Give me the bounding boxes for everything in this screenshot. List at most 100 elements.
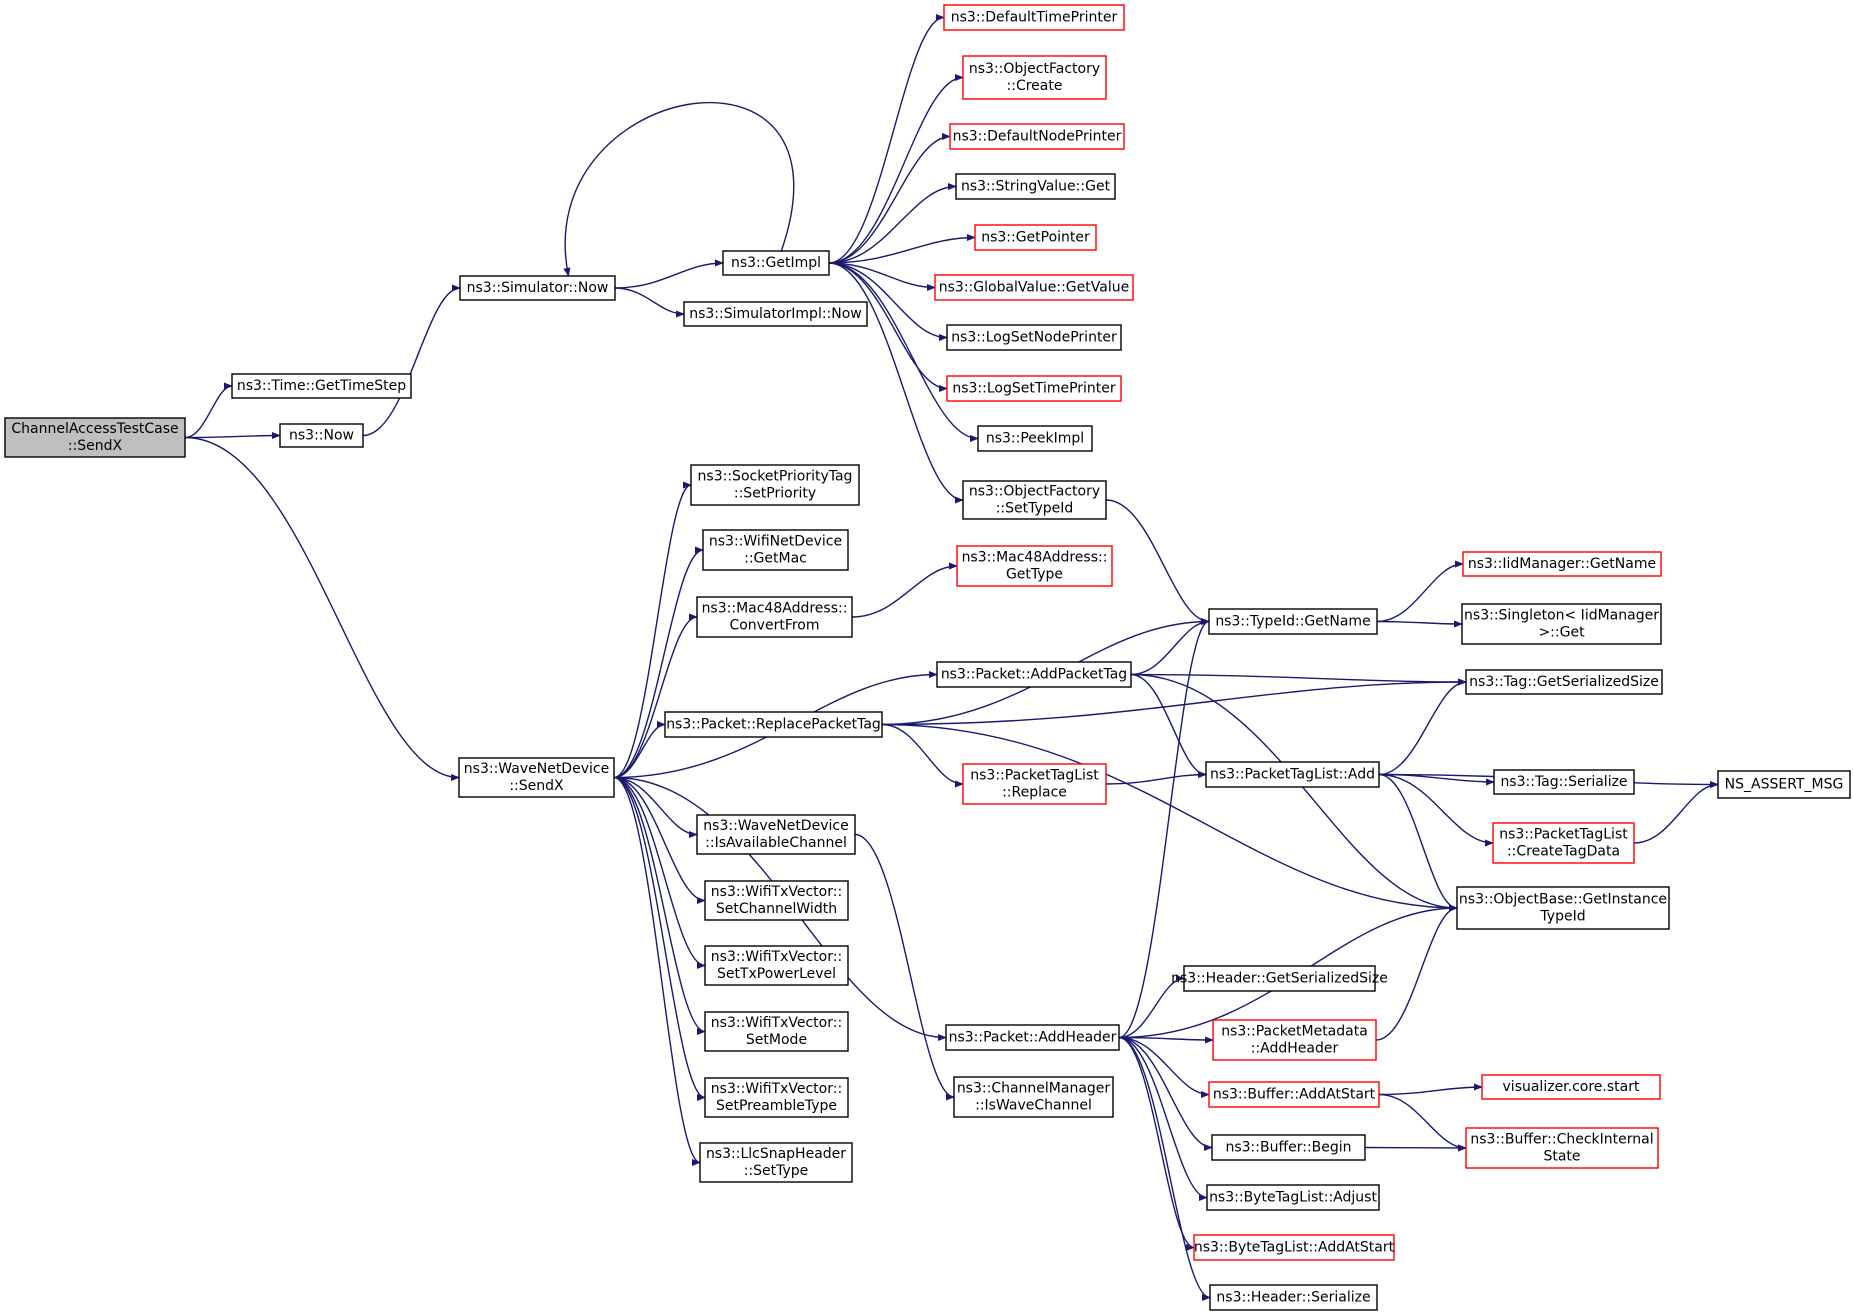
node-box [699, 1142, 853, 1183]
node-wave-isavail[interactable]: ns3::WaveNetDevice::IsAvailableChannel [696, 814, 856, 855]
edge-packet_addheader-to-header_serialize [1118, 1036, 1211, 1302]
node-wifinet-getmac[interactable]: ns3::WifiNetDevice::GetMac [702, 529, 849, 571]
node-label-line: ns3::WifiTxVector:: [711, 1081, 842, 1097]
node-btl-adjust[interactable]: ns3::ByteTagList::Adjust [1206, 1184, 1380, 1211]
node-label-line: ns3::GetImpl [731, 255, 821, 271]
node-label-line: ns3::WaveNetDevice [703, 818, 848, 834]
node-txv-setchw[interactable]: ns3::WifiTxVector::SetChannelWidth [704, 880, 849, 921]
node-label-line: ns3::WaveNetDevice [464, 761, 609, 777]
node-box [962, 480, 1107, 520]
node-buffer-begin[interactable]: ns3::Buffer::Begin [1211, 1134, 1366, 1161]
node-txv-settxpl[interactable]: ns3::WifiTxVector::SetTxPowerLevel [704, 945, 849, 986]
node-pktmeta-addheader[interactable]: ns3::PacketMetadata::AddHeader [1212, 1019, 1377, 1061]
node-box [949, 123, 1125, 150]
node-root[interactable]: ChannelAccessTestCase::SendX [4, 417, 186, 458]
node-mac48-gettype[interactable]: ns3::Mac48Address::GetType [956, 545, 1113, 587]
node-tag-serialize[interactable]: ns3::Tag::Serialize [1493, 769, 1635, 795]
node-box [1462, 551, 1662, 577]
node-packet-addheader[interactable]: ns3::Packet::AddHeader [945, 1024, 1120, 1051]
edge-pktmeta_addheader-to-objbase_getinst [1375, 904, 1458, 1041]
node-label-line: ns3::WifiNetDevice [709, 534, 842, 550]
node-label-line: ns3::Buffer::CheckInternal [1470, 1132, 1653, 1148]
edge-getimpl-to-peekimpl [828, 262, 979, 443]
edge-getimpl-to-deftimeprinter [828, 13, 945, 264]
node-packet-addpackettag[interactable]: ns3::Packet::AddPacketTag [936, 661, 1132, 688]
node-label-line: SetTxPowerLevel [717, 966, 836, 982]
node-peekimpl[interactable]: ns3::PeekImpl [977, 425, 1093, 452]
node-deftimeprinter[interactable]: ns3::DefaultTimePrinter [943, 4, 1125, 31]
edge-wave_sendx-to-sockprio_set [613, 481, 692, 779]
node-box [1208, 1081, 1380, 1108]
node-txv-setpreamble[interactable]: ns3::WifiTxVector::SetPreambleType [704, 1077, 849, 1118]
node-box [459, 275, 616, 301]
node-label-line: ns3::PacketTagList::Add [1210, 767, 1375, 783]
node-typeid-getname[interactable]: ns3::TypeId::GetName [1208, 608, 1378, 635]
edge-packet_replacepackettag-to-tag_getsersize [881, 678, 1467, 726]
node-header-getsersize[interactable]: ns3::Header::GetSerializedSize [1171, 965, 1388, 992]
node-ptl-add[interactable]: ns3::PacketTagList::Add [1205, 761, 1380, 788]
node-box [956, 545, 1113, 587]
node-getimpl[interactable]: ns3::GetImpl [722, 250, 830, 276]
node-box [1481, 1074, 1661, 1100]
node-simimpl-now[interactable]: ns3::SimulatorImpl::Now [683, 301, 868, 327]
node-ns-assert-msg[interactable]: NS_ASSERT_MSG [1717, 770, 1851, 799]
node-box [1183, 965, 1376, 992]
node-ptl-createtagdata[interactable]: ns3::PacketTagList::CreateTagData [1492, 822, 1635, 864]
node-label-line: ns3::Packet::AddHeader [949, 1030, 1117, 1046]
edge-wave_sendx-to-wifinet_getmac [613, 546, 704, 779]
node-objfac-create[interactable]: ns3::ObjectFactory::Create [962, 55, 1107, 100]
node-defnodeprinter[interactable]: ns3::DefaultNodePrinter [949, 123, 1125, 150]
node-buffer-addatstart[interactable]: ns3::Buffer::AddAtStart [1208, 1081, 1380, 1108]
node-sockprio-set[interactable]: ns3::SocketPriorityTag::SetPriority [690, 464, 860, 506]
node-box [1211, 1134, 1366, 1161]
node-label-line: ns3::GlobalValue::GetValue [939, 280, 1129, 296]
edge-objfac_settypeid-to-typeid_getname [1105, 499, 1210, 626]
node-chmgr-iswave[interactable]: ns3::ChannelManager::IsWaveChannel [953, 1076, 1114, 1118]
node-time-getts[interactable]: ns3::Time::GetTimeStep [231, 373, 412, 399]
edge-buffer_addatstart-to-viz_start [1378, 1083, 1483, 1096]
node-singleton-get[interactable]: ns3::Singleton< IidManager>::Get [1461, 603, 1662, 645]
node-box [1717, 770, 1851, 799]
node-getpointer[interactable]: ns3::GetPointer [974, 224, 1097, 251]
node-label-line: GetType [1006, 567, 1063, 583]
node-now[interactable]: ns3::Now [279, 423, 364, 448]
node-packet-replacepackettag[interactable]: ns3::Packet::ReplacePacketTag [664, 711, 883, 738]
node-llcsnap-settype[interactable]: ns3::LlcSnapHeader::SetType [699, 1142, 853, 1183]
node-header-serialize[interactable]: ns3::Header::Serialize [1209, 1284, 1378, 1311]
node-box [704, 1077, 849, 1118]
edge-packet_replacepackettag-to-objbase_getinst [881, 723, 1458, 912]
node-viz-start[interactable]: visualizer.core.start [1481, 1074, 1661, 1100]
node-ptl-replace[interactable]: ns3::PacketTagList::Replace [962, 763, 1107, 805]
node-label-line: ::IsWaveChannel [975, 1098, 1092, 1114]
node-tag-getsersize[interactable]: ns3::Tag::GetSerializedSize [1465, 669, 1663, 695]
node-iidmgr-getname[interactable]: ns3::IidManager::GetName [1462, 551, 1662, 577]
edge-wave_sendx-to-txv_settxpl [613, 776, 706, 970]
node-box [1208, 608, 1378, 635]
node-logsetnodeprinter[interactable]: ns3::LogSetNodePrinter [946, 324, 1122, 351]
edges-layer [184, 13, 1719, 1302]
node-label-line: ns3::SimulatorImpl::Now [689, 306, 862, 322]
node-strval-get[interactable]: ns3::StringValue::Get [955, 173, 1116, 200]
node-globval-getval[interactable]: ns3::GlobalValue::GetValue [934, 274, 1134, 301]
node-wave-sendx[interactable]: ns3::WaveNetDevice::SendX [458, 757, 615, 798]
edge-packet_addpackettag-to-ptl_add [1130, 673, 1207, 779]
node-label-line: ns3::TypeId::GetName [1215, 614, 1370, 630]
node-box [1461, 603, 1662, 645]
node-txv-setmode[interactable]: ns3::WifiTxVector::SetMode [704, 1011, 849, 1052]
node-label-line: ns3::Singleton< IidManager [1464, 608, 1659, 624]
edge-typeid_getname-to-singleton_get [1376, 620, 1463, 628]
node-sim-now[interactable]: ns3::Simulator::Now [459, 275, 616, 301]
node-objfac-settypeid[interactable]: ns3::ObjectFactory::SetTypeId [962, 480, 1107, 520]
node-mac48-convert[interactable]: ns3::Mac48Address::ConvertFrom [696, 596, 853, 638]
node-btl-addatstart[interactable]: ns3::ByteTagList::AddAtStart [1193, 1234, 1395, 1261]
node-label-line: ::SendX [509, 778, 564, 794]
edge-packet_addheader-to-buffer_addatstart [1118, 1036, 1210, 1099]
edge-packet_addheader-to-typeid_getname [1118, 618, 1210, 1039]
node-label-line: ns3::Buffer::AddAtStart [1213, 1087, 1376, 1103]
edge-ptl_add-to-objbase_getinst [1378, 773, 1458, 912]
node-logsettimeprinter[interactable]: ns3::LogSetTimePrinter [946, 375, 1122, 402]
node-box [696, 814, 856, 855]
